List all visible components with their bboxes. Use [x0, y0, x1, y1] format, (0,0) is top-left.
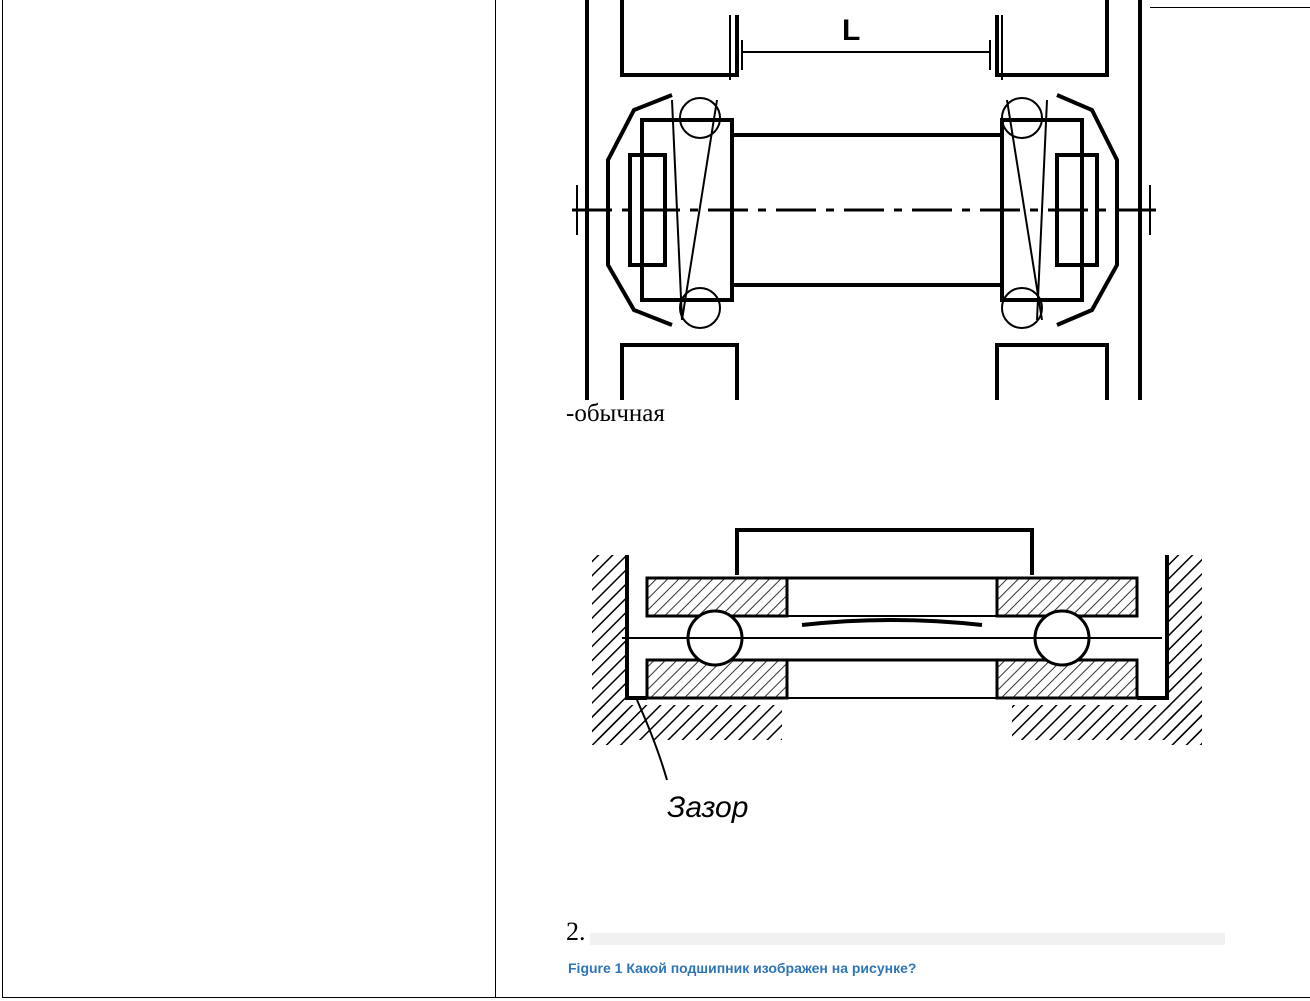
item-number: 2. — [566, 917, 586, 946]
bearing-assembly-drawing: L — [572, 0, 1164, 400]
scan-artifact — [590, 933, 1225, 945]
gap-label: Зазор — [667, 791, 748, 824]
bearing-type-text: -обычная — [566, 400, 665, 427]
dimension-label: L — [842, 14, 860, 47]
figure-caption: Figure 1 Какой подшипник изображен на ри… — [568, 960, 917, 976]
left-table-cell — [2, 0, 496, 998]
top-rule — [1150, 7, 1310, 8]
table-bottom-border — [494, 997, 1310, 998]
thrust-bearing-drawing: Зазор — [592, 528, 1202, 824]
